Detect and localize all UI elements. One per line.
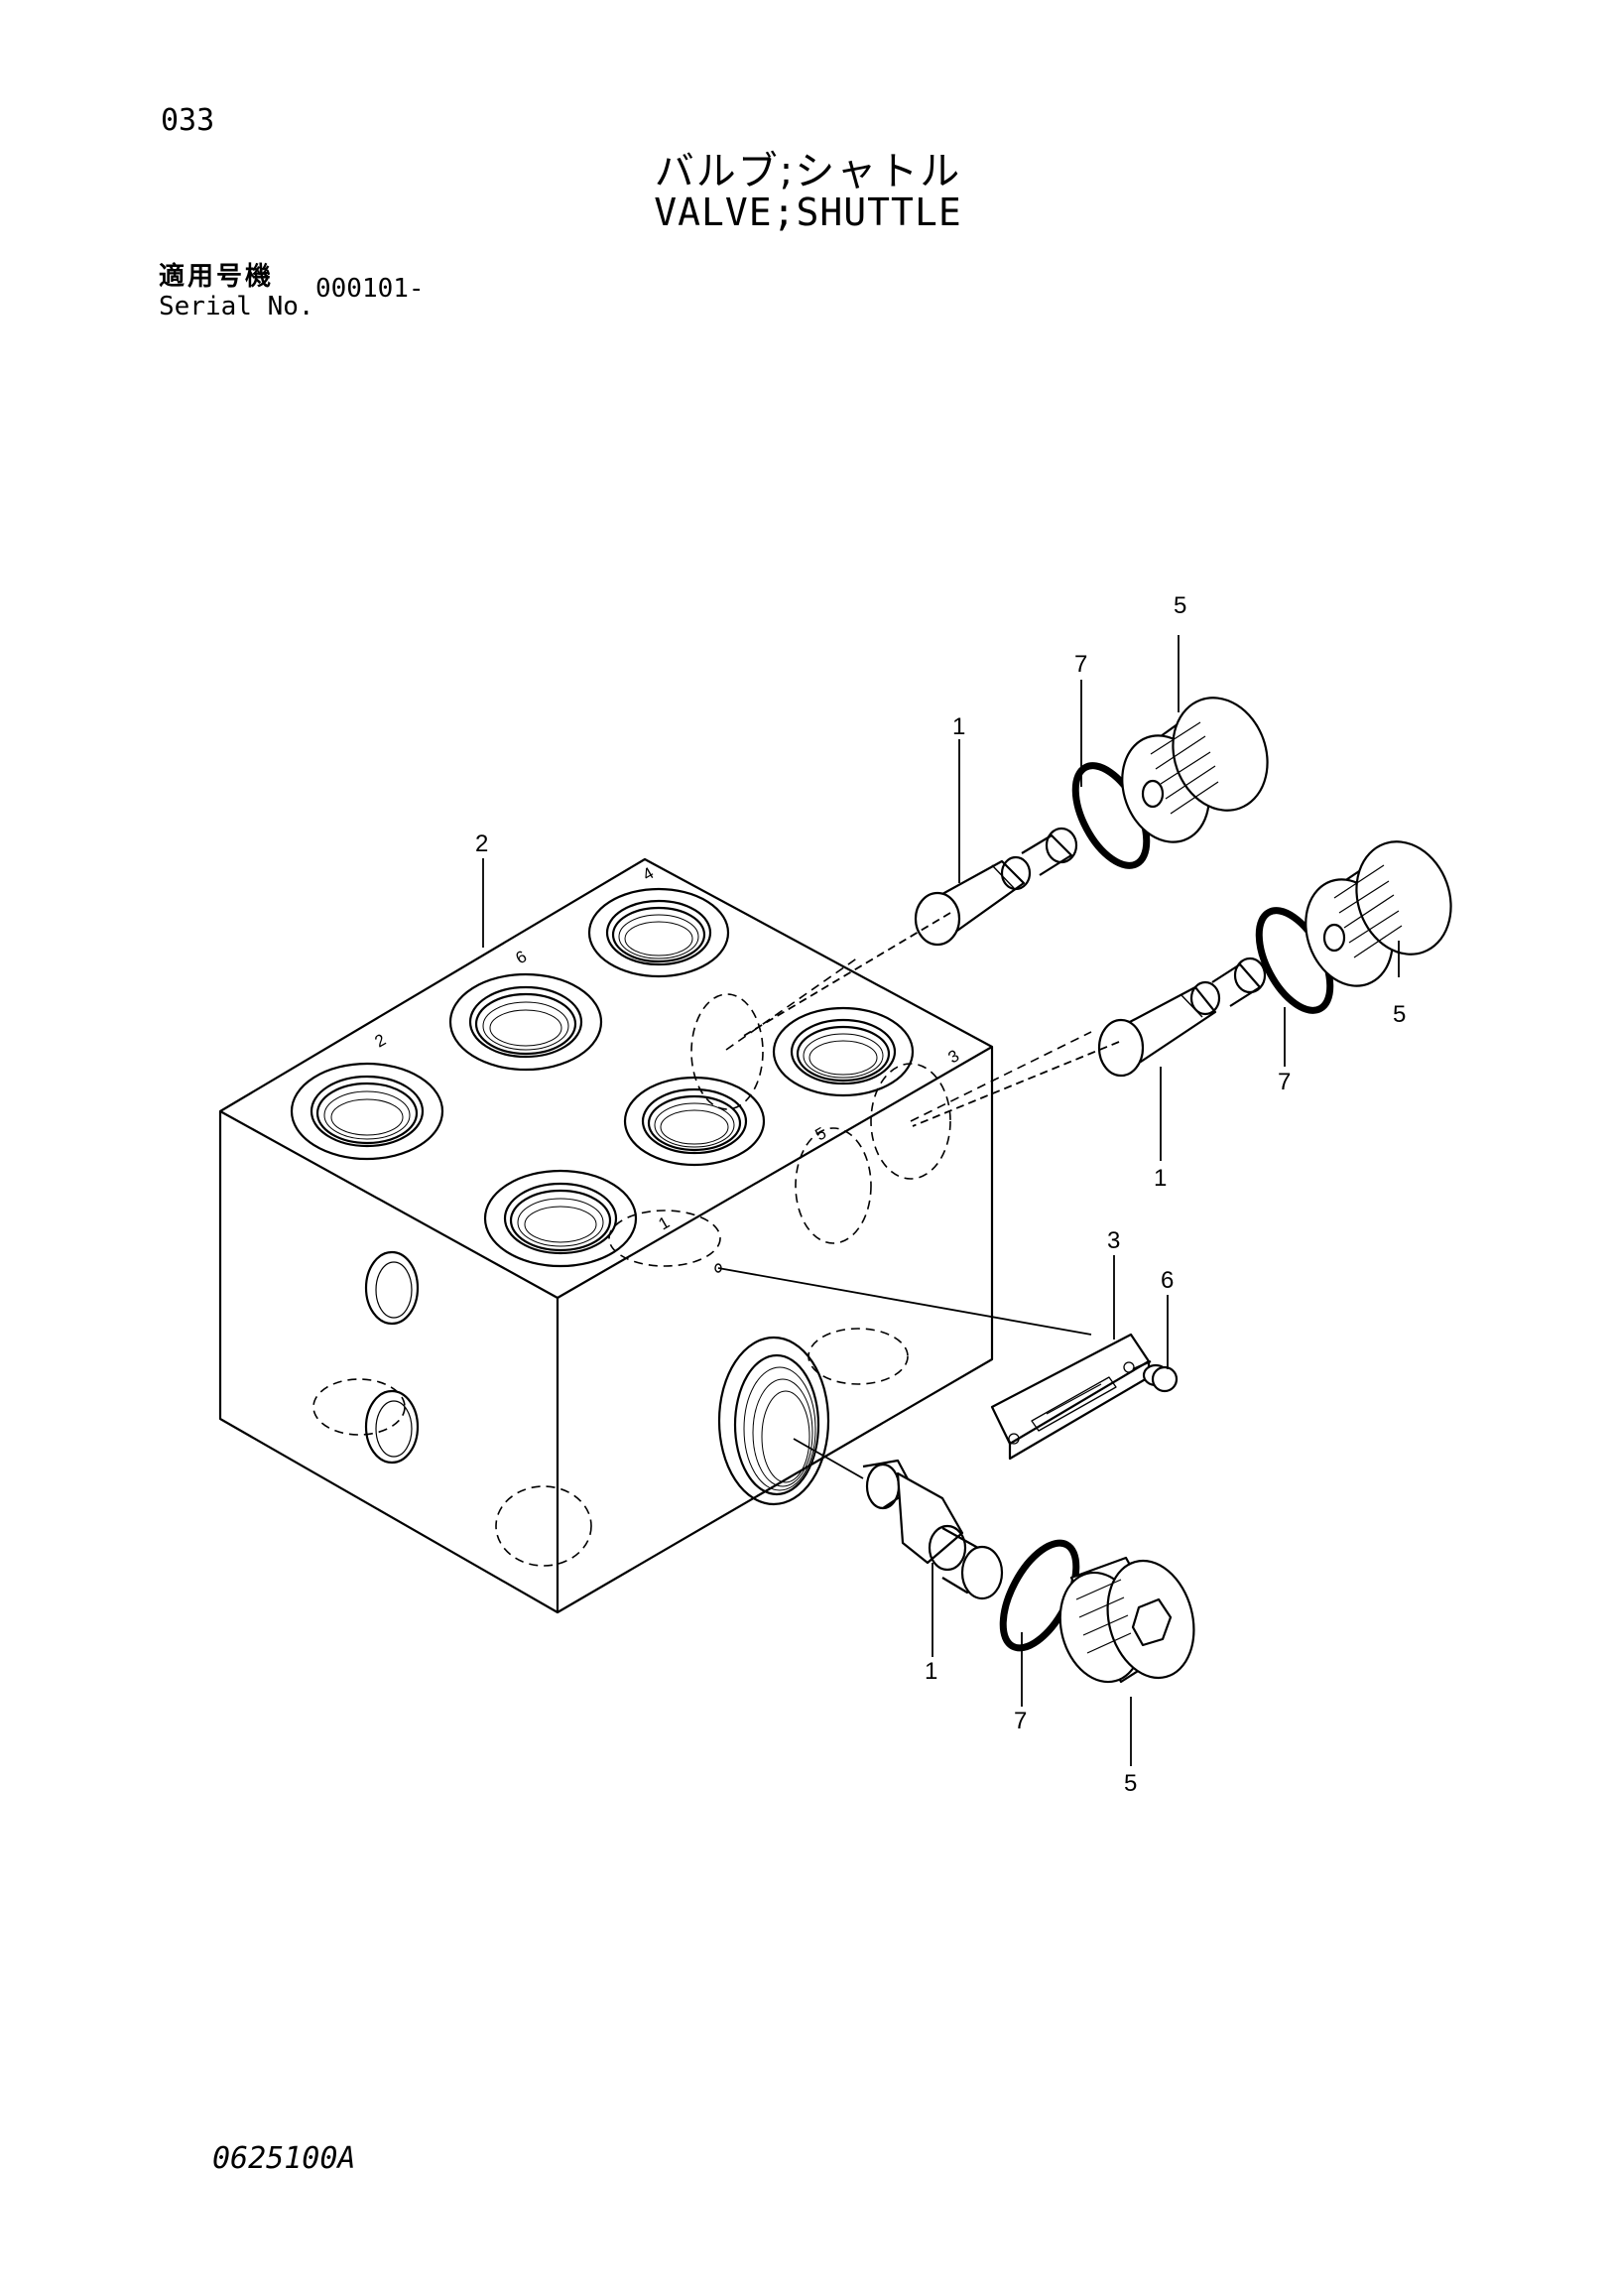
top-port-6	[448, 972, 603, 1072]
top-port-3	[772, 1006, 915, 1097]
plug-middle	[1305, 840, 1452, 987]
title-english: VALVE;SHUTTLE	[654, 191, 962, 234]
left-side-port-lower	[364, 1389, 420, 1465]
title-japanese: バルブ;シャトル	[654, 149, 962, 194]
callout-5-middle: 5	[1393, 1001, 1406, 1028]
callout-6: 6	[1161, 1267, 1174, 1294]
serial-label-japanese: 適用号機	[159, 262, 275, 292]
page-number: 033	[161, 103, 215, 138]
callout-2: 2	[475, 830, 488, 857]
top-port-5	[623, 1076, 766, 1167]
callout-5-lower: 5	[1124, 1770, 1137, 1797]
screw	[1132, 1359, 1179, 1393]
plug-upper	[1121, 697, 1269, 843]
callout-1-middle: 1	[1154, 1165, 1167, 1192]
top-port-4	[587, 887, 730, 978]
serial-number-value: 000101-	[315, 274, 425, 304]
shuttle-spool-upper	[914, 827, 1078, 947]
serial-label-english: Serial No.	[159, 292, 314, 321]
valve-block-body	[218, 857, 994, 1614]
callout-7-upper: 7	[1074, 651, 1087, 678]
top-port-2	[290, 1062, 444, 1161]
assembly-lines	[482, 635, 1400, 1766]
shuttle-spool-lower	[862, 1459, 1004, 1600]
callout-7-middle: 7	[1278, 1069, 1291, 1095]
right-side-port	[717, 1336, 830, 1506]
callout-5-upper: 5	[1174, 592, 1186, 619]
callout-7-lower: 7	[1014, 1708, 1027, 1734]
plug-lower	[1058, 1556, 1195, 1684]
left-side-port-upper	[364, 1250, 420, 1326]
callout-1-lower: 1	[925, 1658, 937, 1685]
callout-3: 3	[1107, 1227, 1120, 1254]
shuttle-spool-middle	[1097, 957, 1267, 1078]
top-port-1	[483, 1169, 638, 1268]
nameplate	[990, 1333, 1151, 1461]
drawing-code: 0625100A	[212, 2141, 356, 2176]
callout-1-upper: 1	[952, 713, 965, 740]
